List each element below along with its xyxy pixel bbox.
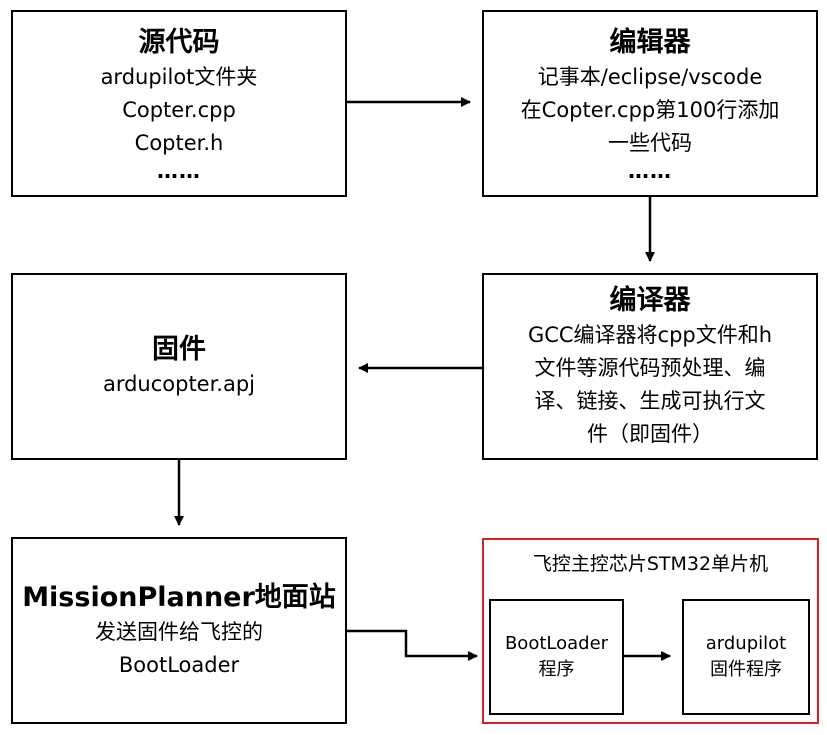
compiler-line: 件（即固件） (587, 421, 713, 446)
compiler-line: GCC编译器将cpp文件和h (527, 322, 773, 347)
bootloader-line: 程序 (538, 659, 575, 680)
editor-line: 一些代码 (608, 131, 692, 155)
source-code-box: 源代码 ardupilot文件夹 Copter.cpp Copter.h …… (11, 10, 347, 197)
compiler-line: 文件等源代码预处理、编 (534, 355, 766, 380)
arrow-ground-station-to-bootloader (347, 629, 478, 661)
ground-station-box: MissionPlanner地面站 发送固件给飞控的 BootLoader (11, 537, 347, 724)
firmware-title: 固件 (152, 334, 206, 365)
ardupilot-firmware-line: ardupilot (705, 633, 787, 654)
mcu-frame (482, 538, 819, 724)
source-code-ellipsis: …… (157, 159, 201, 183)
ardupilot-firmware-box: ardupilot 固件程序 (682, 599, 810, 715)
ground-station-line: BootLoader (118, 652, 240, 677)
editor-ellipsis: …… (628, 159, 672, 183)
source-code-line: ardupilot文件夹 (100, 65, 258, 89)
compiler-box: 编译器 GCC编译器将cpp文件和h 文件等源代码预处理、编 译、链接、生成可执… (482, 273, 818, 460)
bootloader-box: BootLoader 程序 (489, 599, 624, 715)
bootloader-line: BootLoader (504, 633, 609, 654)
ardupilot-firmware-line: 固件程序 (710, 659, 782, 680)
source-code-line: Copter.cpp (122, 98, 236, 122)
editor-line: 记事本/eclipse/vscode (537, 65, 763, 89)
compiler-line: 译、链接、生成可执行文 (534, 388, 766, 413)
editor-title: 编辑器 (609, 27, 691, 58)
editor-line: 在Copter.cpp第100行添加 (520, 98, 780, 122)
firmware-box: 固件 arducopter.apj (11, 273, 347, 460)
source-code-title: 源代码 (138, 27, 220, 58)
compiler-title: 编译器 (609, 284, 691, 316)
editor-box: 编辑器 记事本/eclipse/vscode 在Copter.cpp第100行添… (482, 10, 818, 197)
firmware-line: arducopter.apj (102, 372, 256, 396)
ground-station-line: 发送固件给飞控的 (95, 619, 263, 644)
source-code-line: Copter.h (134, 131, 224, 155)
ground-station-title: MissionPlanner地面站 (22, 581, 336, 613)
mcu-title: 飞控主控芯片STM32单片机 (532, 553, 769, 575)
